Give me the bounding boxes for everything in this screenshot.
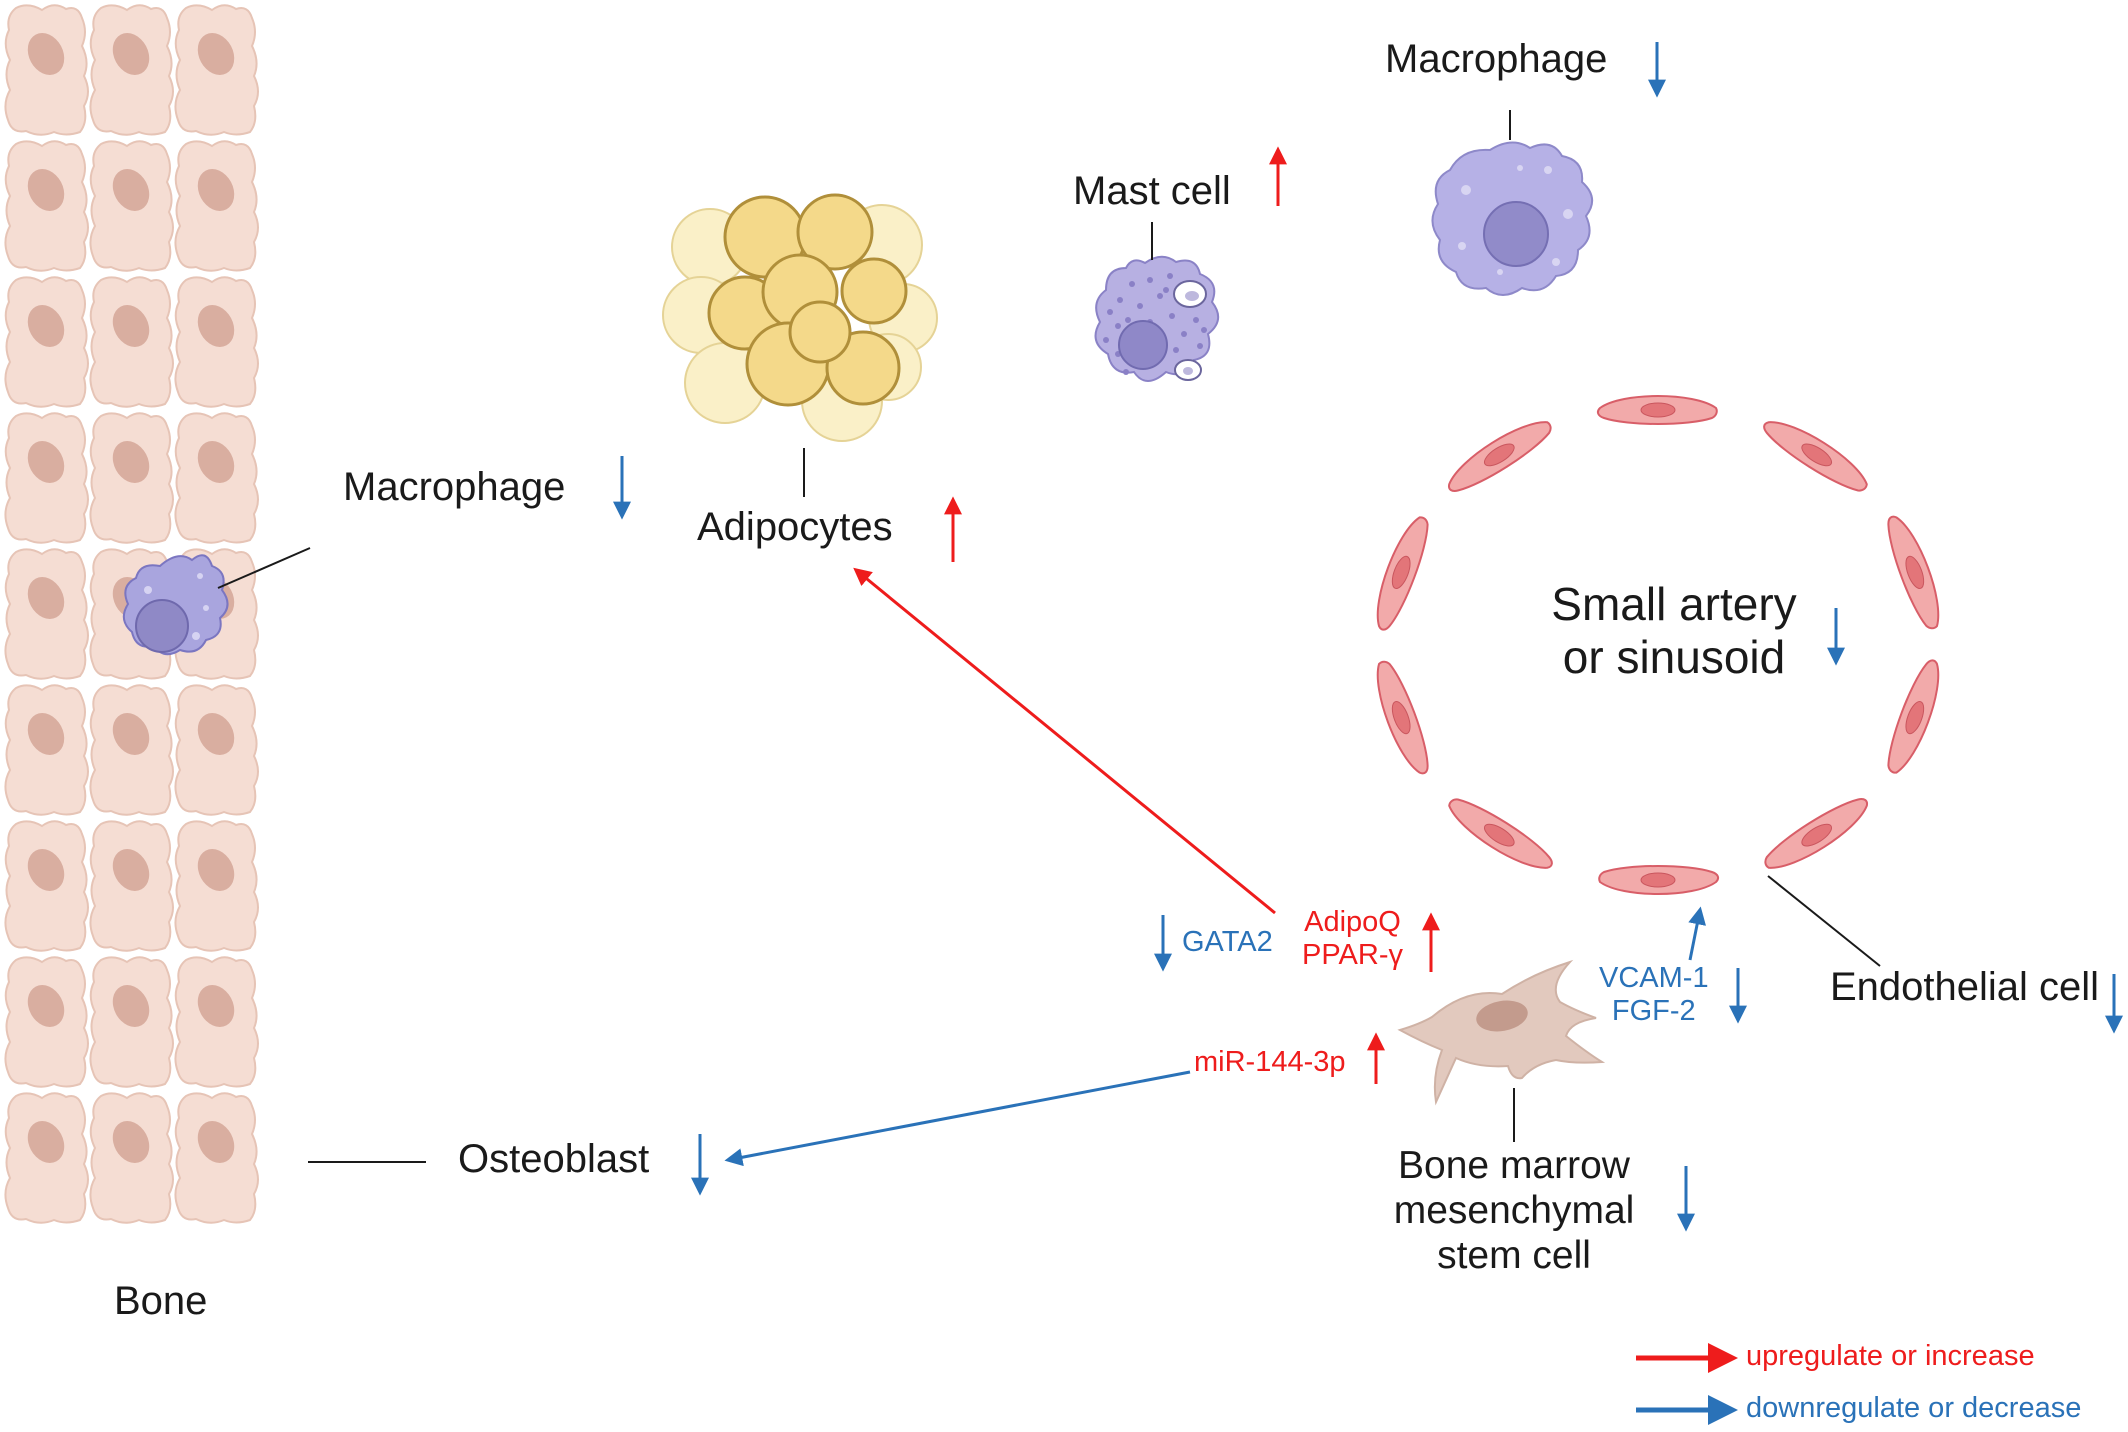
bmsc-label-line2: mesenchymal (1393, 1188, 1635, 1232)
ppar-marker: PPAR-γ (1302, 939, 1403, 972)
adipocytes-label: Adipocytes (697, 505, 893, 549)
macrophage-top-cell (1431, 141, 1593, 296)
legend-up-label: upregulate or increase (1746, 1340, 2035, 1372)
endothelial-cell-label: Endothelial cell (1830, 965, 2100, 1009)
endothelial-cell (1880, 655, 1950, 779)
bone-cell (174, 276, 259, 408)
bone-cell (4, 140, 89, 272)
bone-cell (4, 956, 89, 1088)
vcam-fgf-marker: VCAM-1 FGF-2 (1599, 962, 1709, 1029)
endothelial-cell (1441, 790, 1559, 881)
endothelial-cell (1879, 510, 1950, 634)
vessel-label: Small artery or sinusoid (1524, 578, 1824, 684)
adipoq-ppar-marker: AdipoQ PPAR-γ (1302, 906, 1403, 973)
bone-cell (4, 548, 89, 680)
mast-cell (1094, 255, 1219, 382)
bone-cell (174, 140, 259, 272)
bone-cell (174, 412, 259, 544)
bone-cell (4, 4, 89, 136)
endothelial-cell (1366, 511, 1436, 635)
macrophage-bone-cell (122, 554, 229, 656)
mast-cell-label: Mast cell (1073, 169, 1231, 213)
macrophage-top-label: Macrophage (1385, 37, 1608, 81)
endothelial-cell (1440, 410, 1558, 500)
endothelial-leader (1767, 875, 1881, 967)
bone-cell (174, 4, 259, 136)
legend-down-label: downregulate or decrease (1746, 1392, 2082, 1424)
bone-cell (4, 820, 89, 952)
bmsc-to-vessel-arrow (1688, 906, 1707, 961)
bone-cell (89, 820, 174, 952)
bmsc-label: Bone marrow mesenchymal stem cell (1366, 1144, 1662, 1279)
endothelial-cell (1598, 865, 1720, 895)
bone-cell (89, 276, 174, 408)
bone-cell (174, 820, 259, 952)
endothelial-cell (1758, 790, 1876, 880)
bmsc-to-osteoblast-arrow (724, 1070, 1191, 1167)
bmsc-label-line3: stem cell (1437, 1233, 1591, 1277)
gata2-marker: GATA2 (1182, 926, 1273, 958)
vessel-label-line2: or sinusoid (1562, 630, 1786, 683)
bone-cell (89, 140, 174, 272)
bone-label: Bone (114, 1279, 208, 1323)
endothelial-cell (1596, 395, 1718, 425)
osteoblast-label: Osteoblast (458, 1137, 650, 1181)
bone-cell (89, 412, 174, 544)
bone-cell (89, 956, 174, 1088)
bone-cell (174, 1092, 259, 1224)
vcam1-marker: VCAM-1 (1599, 962, 1709, 994)
bone-cell (89, 684, 174, 816)
bone-cell (4, 276, 89, 408)
bone-cell (89, 1092, 174, 1224)
bone-cell (4, 684, 89, 816)
adipocytes-cluster (662, 193, 938, 442)
fgf2-marker: FGF-2 (1611, 995, 1696, 1028)
macrophage-bone-label: Macrophage (343, 465, 566, 509)
endothelial-cell (1757, 409, 1875, 500)
bone-cell (174, 684, 259, 816)
mir144-marker: miR-144-3p (1194, 1046, 1346, 1078)
bone-cell (174, 956, 259, 1088)
vessel-label-line1: Small artery (1551, 578, 1797, 630)
macrophage-bone-leader (217, 547, 311, 589)
bmsc-cell (1397, 959, 1606, 1106)
adipoq-marker: AdipoQ (1304, 906, 1401, 938)
bone-cell (4, 412, 89, 544)
bmsc-label-line1: Bone marrow (1398, 1144, 1630, 1187)
bone-cell (89, 4, 174, 136)
bmsc-to-adipocytes-arrow (853, 567, 1276, 915)
bone-cell (4, 1092, 89, 1224)
endothelial-cell (1366, 656, 1437, 780)
